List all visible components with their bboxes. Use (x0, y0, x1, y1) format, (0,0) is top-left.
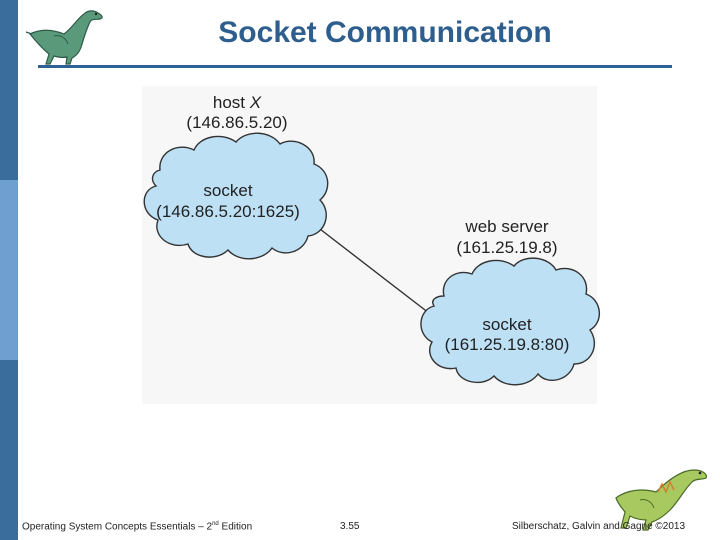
dinosaur-logo-icon (25, 10, 103, 65)
sidebar-segment-middle (0, 180, 18, 360)
server-socket-cloud (420, 257, 600, 386)
sidebar-segment-bottom (0, 360, 18, 540)
title-underline (38, 65, 672, 68)
left-sidebar-bar (0, 0, 18, 540)
host-socket-cloud (143, 132, 329, 260)
footer-copyright: Silberschatz, Galvin and Gagne ©2013 (512, 521, 686, 532)
footer-page-number: 3.55 (340, 521, 360, 532)
slide-title: Socket Communication (218, 16, 552, 49)
host-socket-label: socket (203, 181, 252, 200)
host-label: host X (213, 93, 262, 112)
dinosaur-mascot-icon (615, 469, 707, 531)
host-socket-address: (146.86.5.20:1625) (156, 202, 300, 221)
server-socket-label: socket (482, 315, 531, 334)
sidebar-segment-top (0, 0, 18, 180)
footer-book-title: Operating System Concepts Essentials – 2… (22, 521, 253, 533)
server-label: web server (464, 217, 548, 236)
server-socket-address: (161.25.19.8:80) (445, 335, 570, 354)
host-ip: (146.86.5.20) (186, 113, 287, 132)
server-ip: (161.25.19.8) (456, 238, 557, 257)
connection-line (315, 225, 439, 321)
